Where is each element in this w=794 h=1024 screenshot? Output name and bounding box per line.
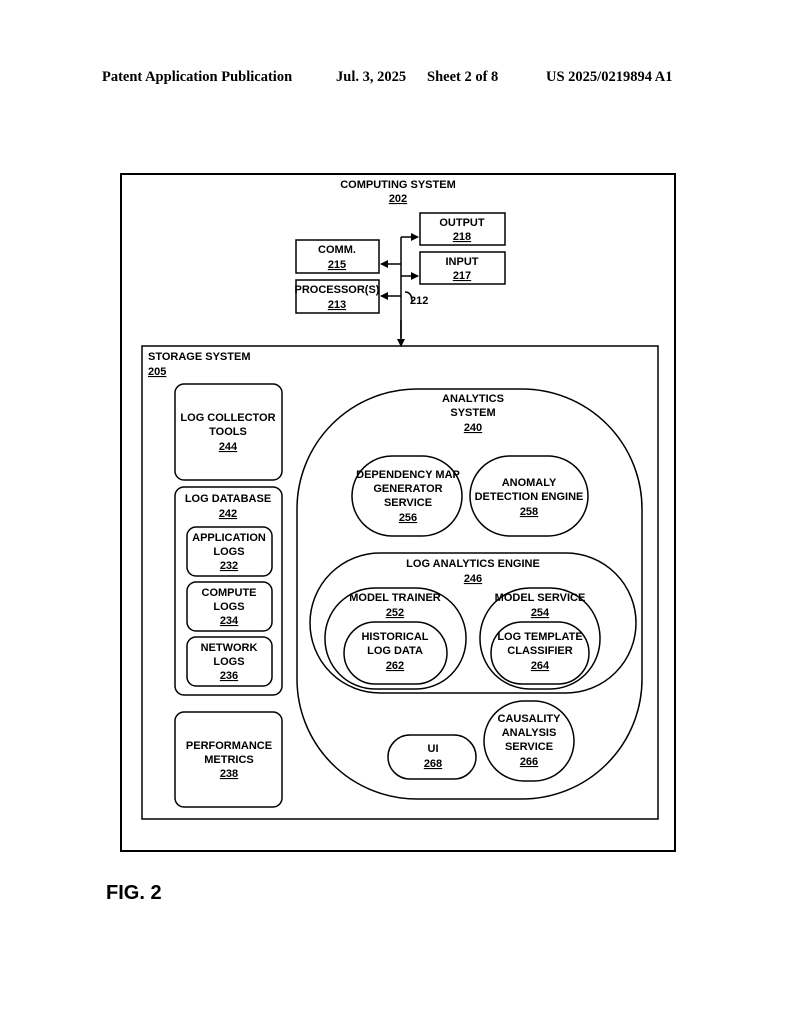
historical-log-data-ref: 262: [386, 660, 404, 672]
historical-log-data-line2: LOG DATA: [367, 645, 423, 657]
compute-logs-line2: LOGS: [213, 601, 244, 613]
anomaly-detection-ref: 258: [520, 506, 538, 518]
processor-box: [295, 279, 380, 314]
causality-analysis-line1: CAUSALITY: [498, 713, 562, 725]
performance-metrics-box: [174, 711, 283, 808]
input-label: INPUT: [446, 256, 479, 268]
anomaly-detection-line2: DETECTION ENGINE: [475, 491, 584, 503]
model-trainer-ref: 252: [386, 607, 404, 619]
ui-ref: 268: [424, 758, 442, 770]
log-template-classifier-line2: CLASSIFIER: [507, 645, 572, 657]
log-template-classifier-line1: LOG TEMPLATE: [497, 631, 582, 643]
anomaly-detection-line1: ANOMALY: [502, 477, 557, 489]
model-service-ref: 254: [531, 607, 550, 619]
causality-analysis-ref: 266: [520, 756, 538, 768]
model-trainer-box: [324, 587, 467, 690]
dependency-map-line2: GENERATOR: [373, 483, 442, 495]
log-analytics-engine-ref: 246: [464, 573, 482, 585]
application-logs-line1: APPLICATION: [192, 532, 266, 544]
output-box: [419, 212, 506, 246]
computing-system-box: [120, 173, 676, 852]
application-logs-line2: LOGS: [213, 546, 244, 558]
log-collector-ref: 244: [219, 441, 238, 453]
model-trainer-label: MODEL TRAINER: [349, 592, 441, 604]
computing-system-ref: 202: [389, 193, 407, 205]
network-logs-line2: LOGS: [213, 656, 244, 668]
application-logs-ref: 232: [220, 560, 238, 572]
network-logs-line1: NETWORK: [201, 642, 258, 654]
analytics-system-line2: SYSTEM: [450, 407, 495, 419]
log-collector-line2: TOOLS: [209, 426, 247, 438]
storage-system-box: [141, 345, 659, 820]
dependency-map-ref: 256: [399, 512, 417, 524]
model-service-box: [479, 587, 601, 690]
dependency-map-line3: SERVICE: [384, 497, 432, 509]
compute-logs-line1: COMPUTE: [202, 587, 257, 599]
figure-label: FIG. 2: [106, 882, 162, 904]
sheet-number: Sheet 2 of 8: [427, 69, 499, 85]
analytics-system-box: [296, 388, 643, 800]
computing-system-label: COMPUTING SYSTEM: [340, 179, 456, 191]
input-box: [419, 251, 506, 285]
bus-ref: 212: [410, 295, 428, 307]
anomaly-detection-box: [469, 455, 589, 537]
performance-metrics-line2: METRICS: [204, 754, 254, 766]
output-label: OUTPUT: [439, 217, 485, 229]
log-database-box: [174, 486, 283, 696]
dependency-map-box: [351, 455, 463, 537]
publication-number: US 2025/0219894 A1: [546, 69, 673, 85]
historical-log-data-box: [343, 621, 448, 685]
network-logs-box: [186, 636, 273, 687]
analytics-system-ref: 240: [464, 422, 482, 434]
log-database-label: LOG DATABASE: [185, 493, 271, 505]
dependency-map-line1: DEPENDENCY MAP: [356, 469, 460, 481]
causality-analysis-line2: ANALYSIS: [502, 727, 557, 739]
processor-ref: 213: [328, 299, 346, 311]
storage-system-label: STORAGE SYSTEM: [148, 351, 250, 363]
causality-analysis-line3: SERVICE: [505, 741, 553, 753]
processor-label: PROCESSOR(S): [295, 284, 380, 296]
log-collector-line1: LOG COLLECTOR: [180, 412, 275, 424]
compute-logs-box: [186, 581, 273, 632]
log-template-classifier-box: [490, 621, 590, 685]
log-collector-box: [174, 383, 283, 481]
network-logs-ref: 236: [220, 670, 238, 682]
log-analytics-engine-box: [309, 552, 637, 694]
causality-analysis-box: [483, 700, 575, 782]
ui-label: UI: [428, 743, 439, 755]
compute-logs-ref: 234: [220, 615, 239, 627]
log-database-ref: 242: [219, 508, 237, 520]
model-service-label: MODEL SERVICE: [495, 592, 586, 604]
analytics-system-line1: ANALYTICS: [442, 393, 504, 405]
performance-metrics-line1: PERFORMANCE: [186, 740, 272, 752]
publication-date: Jul. 3, 2025: [336, 69, 407, 85]
output-ref: 218: [453, 231, 471, 243]
ui-box: [387, 734, 477, 780]
storage-system-ref: 205: [148, 366, 166, 378]
comm-ref: 215: [328, 259, 346, 271]
performance-metrics-ref: 238: [220, 768, 238, 780]
input-ref: 217: [453, 270, 471, 282]
comm-label: COMM.: [318, 244, 356, 256]
historical-log-data-line1: HISTORICAL: [361, 631, 428, 643]
application-logs-box: [186, 526, 273, 577]
publication-type: Patent Application Publication: [102, 69, 293, 85]
bus-lines: [380, 233, 419, 347]
comm-box: [295, 239, 380, 274]
log-analytics-engine-label: LOG ANALYTICS ENGINE: [406, 558, 540, 570]
log-template-classifier-ref: 264: [531, 660, 550, 672]
